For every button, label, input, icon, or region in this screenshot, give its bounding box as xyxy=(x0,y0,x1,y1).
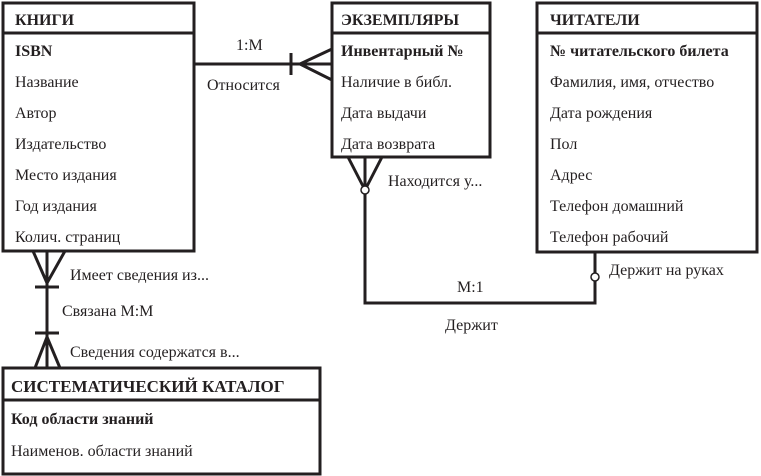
entity-title: ЭКЗЕМПЛЯРЫ xyxy=(341,12,459,29)
books-side-label: Имеет сведения из... xyxy=(70,267,209,284)
catalog-side-label: Сведения содержатся в... xyxy=(70,344,240,361)
attribute: Фамилия, имя, отчество xyxy=(550,74,714,91)
attribute: Дата возврата xyxy=(341,136,435,153)
entity-title: СИСТЕМАТИЧЕСКИЙ КАТАЛОГ xyxy=(11,377,285,396)
attribute: Дата выдачи xyxy=(341,105,427,122)
entity-books: КНИГИ ISBN Название Автор Издательство М… xyxy=(1,1,196,253)
attribute-key: Код области знаний xyxy=(11,411,154,428)
attribute-key: № читательского билета xyxy=(550,43,729,60)
cardinality-label: 1:M xyxy=(236,37,263,54)
attribute: Дата рождения xyxy=(550,105,653,122)
entity-title: ЧИТАТЕЛИ xyxy=(550,12,640,29)
cardinality-label: M:1 xyxy=(457,279,484,296)
attribute: Автор xyxy=(15,105,57,122)
readers-side-label: Держит на руках xyxy=(609,262,724,279)
entity-readers: ЧИТАТЕЛИ № читательского билета Фамилия,… xyxy=(535,1,759,254)
attribute: Год издания xyxy=(15,198,97,215)
entity-title: КНИГИ xyxy=(15,12,75,29)
attribute: Адрес xyxy=(550,167,592,184)
relation-books-catalog: Имеет сведения из... Связана М:М Сведени… xyxy=(31,250,240,369)
attribute: Колич. страниц xyxy=(15,229,121,246)
attribute: Наличие в библ. xyxy=(341,74,452,91)
attribute-key: ISBN xyxy=(15,43,53,60)
entity-copies: ЭКЗЕМПЛЯРЫ Инвентарный № Наличие в библ.… xyxy=(330,1,492,159)
attribute: Издательство xyxy=(15,136,106,153)
attribute: Телефон рабочий xyxy=(550,229,669,246)
attribute: Телефон домашний xyxy=(550,198,684,215)
relation-label: Связана М:М xyxy=(62,303,153,320)
attribute: Наименов. области знаний xyxy=(11,443,193,460)
attribute: Место издания xyxy=(15,167,117,184)
attribute-key: Инвентарный № xyxy=(341,43,464,60)
copies-side-label: Находится у... xyxy=(388,173,482,190)
relation-books-copies: 1:M Относится xyxy=(194,37,333,94)
entity-catalog: СИСТЕМАТИЧЕСКИЙ КАТАЛОГ Код области знан… xyxy=(1,366,322,476)
relation-copies-readers: Находится у... Держит на руках M:1 Держи… xyxy=(346,156,724,334)
relation-label: Держит xyxy=(445,317,498,334)
attribute: Название xyxy=(15,74,79,91)
attribute: Пол xyxy=(550,136,577,153)
relation-label: Относится xyxy=(207,77,280,94)
